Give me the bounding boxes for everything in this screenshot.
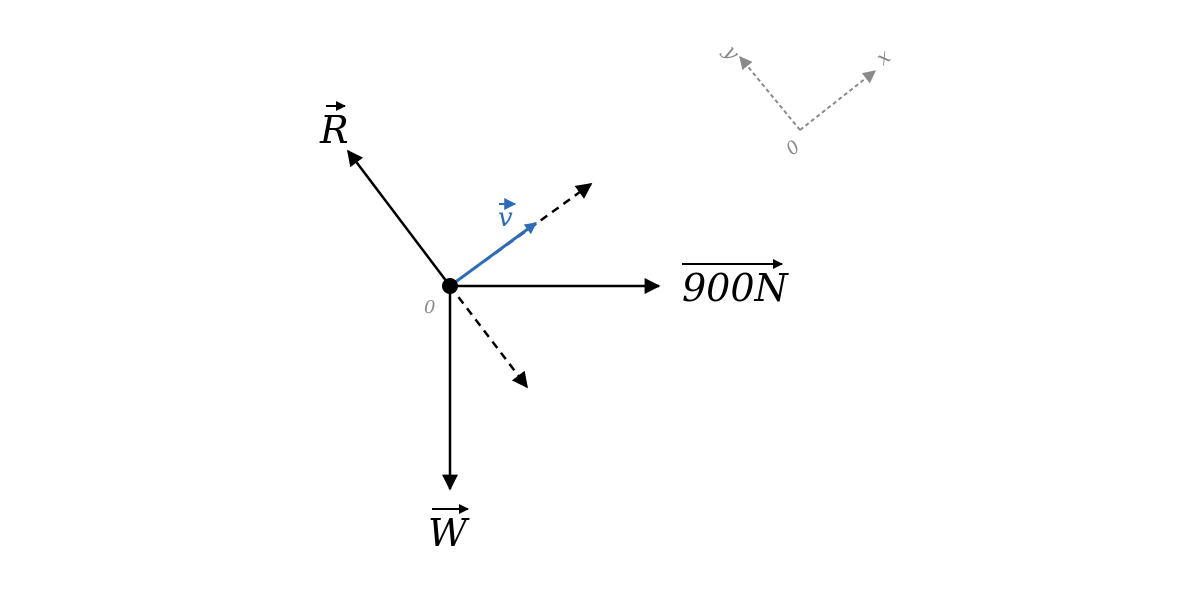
dashed-perpendicular-component-arrow	[449, 285, 528, 389]
origin-label: 0	[424, 297, 435, 318]
origin-point	[442, 278, 458, 294]
y-axis-arrow	[739, 55, 801, 131]
velocity-label: v	[498, 198, 517, 233]
weight-force-label: W	[428, 504, 470, 555]
axes-origin-label: 0	[782, 136, 804, 160]
applied-force-label: 900N	[682, 259, 790, 310]
x-axis-arrow	[799, 70, 877, 131]
reaction-force-arrow	[347, 149, 451, 287]
y-axis-label: y	[718, 40, 745, 65]
applied-force-label-text: 900N	[682, 266, 790, 310]
rotated-axes: x y 0	[718, 40, 895, 160]
reaction-force-label: R	[319, 101, 349, 152]
velocity-label-text: v	[498, 203, 513, 233]
x-axis-label: x	[871, 44, 895, 70]
velocity-arrow	[449, 221, 537, 288]
reaction-force-label-text: R	[319, 108, 349, 152]
weight-force-label-text: W	[428, 511, 470, 555]
